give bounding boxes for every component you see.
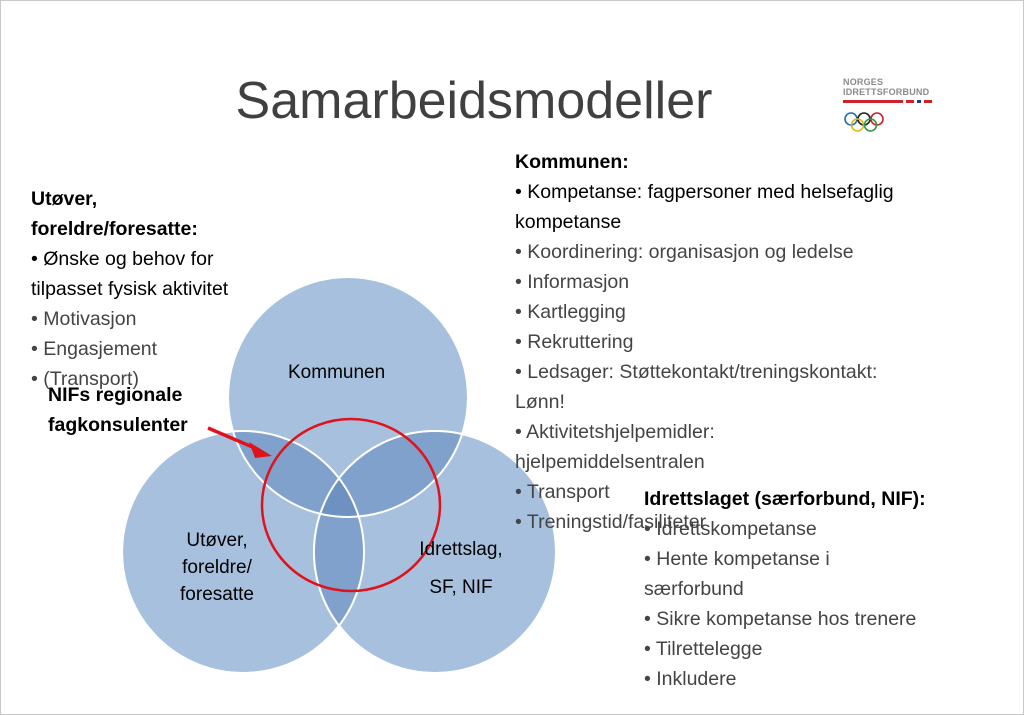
kommunen-text-block: Kommunen: • Kompetanse: fagpersoner med … <box>515 151 894 533</box>
idrettslaget-text-block: Idrettslaget (særforbund, NIF): • Idrett… <box>644 488 926 690</box>
nif-label: NIFs regionale fagkonsulenter <box>48 384 188 436</box>
overlap-kommunen-idrettslag <box>314 431 468 517</box>
circle-label-kommunen: Kommunen <box>288 362 386 383</box>
nif-highlight-circle <box>260 417 442 593</box>
overlap-kommunen-utover <box>228 431 364 517</box>
olympic-rings-icon <box>844 112 884 132</box>
norges-idrettsforbund-logo: NORGES IDRETTSFORBUND <box>843 77 955 137</box>
circle-label-idrettslag: Idrettslag, SF, NIF <box>419 539 503 598</box>
logo-flag-bar <box>843 100 949 103</box>
nif-arrow-head <box>249 442 272 458</box>
utover-text-block: Utøver, foreldre/foresatte: • Ønske og b… <box>31 188 229 390</box>
logo-line-1: NORGES <box>843 77 884 87</box>
slide-title: Samarbeidsmodeller <box>235 72 713 130</box>
nif-arrow-line <box>207 426 258 451</box>
logo-line-2: IDRETTSFORBUND <box>843 87 930 97</box>
circle-label-utover: Utøver, foreldre/ foresatte <box>180 530 254 605</box>
